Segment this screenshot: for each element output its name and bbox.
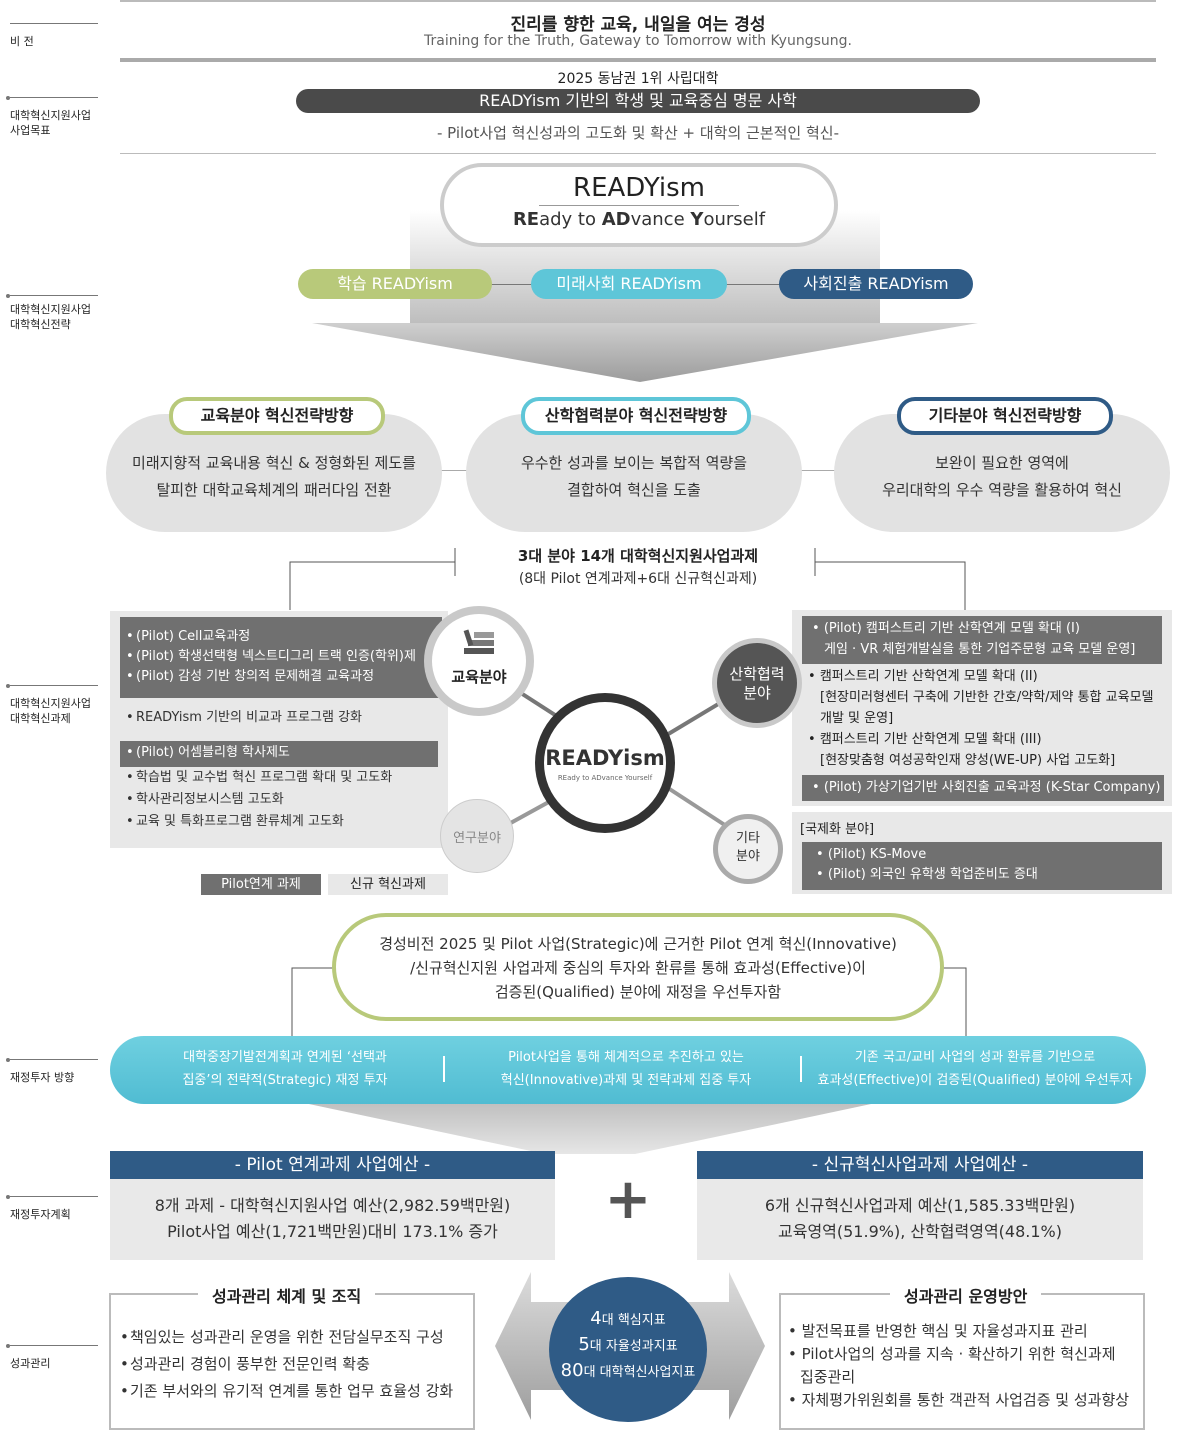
budget-right-title: - 신규혁신사업과제 사업예산 - <box>697 1151 1143 1179</box>
sidebar-rule <box>10 97 98 98</box>
legend-new: 신규 혁신과제 <box>328 874 448 895</box>
tasks-right-pilot-2: • (Pilot) 가상기업기반 사회진출 교육과정 (K-Star Compa… <box>802 775 1164 801</box>
sidebar-dot <box>6 684 10 688</box>
perf-right-title: 성과관리 운영방안 <box>890 1283 1042 1307</box>
perf-center-text: 4대 핵심지표 5대 자율성과지표 80대 대학혁신사업지표 <box>560 1308 696 1381</box>
sidebar-rule <box>10 1345 98 1346</box>
books-icon <box>463 629 494 654</box>
sidebar-label-invest-dir: 재정투자 방향 <box>10 1071 75 1084</box>
divider <box>800 1056 802 1082</box>
vision-subtitle: Training for the Truth, Gateway to Tomor… <box>424 33 852 49</box>
sidebar-rule <box>10 1059 98 1060</box>
tasks-subtitle: (8대 Pilot 연계과제+6대 신규혁신과제) <box>518 571 758 587</box>
hub-sub: REady to ADvance Yourself <box>557 774 653 782</box>
sidebar-dot <box>6 1058 10 1062</box>
readyism-main-sub: REady to ADvance Yourself <box>512 209 766 230</box>
divider <box>120 153 1156 154</box>
direction-industry-title: 산학협력분야 혁신전략방향 <box>521 397 751 435</box>
direction-etc-title: 기타분야 혁신전략방향 <box>897 397 1113 435</box>
sidebar-rule <box>10 685 98 686</box>
perf-left-title: 성과관리 체계 및 조직 <box>198 1283 376 1307</box>
sidebar-label-perf: 성과관리 <box>10 1357 51 1370</box>
hub-center: READYism REady to ADvance Yourself <box>544 702 666 824</box>
goal-sub: - Pilot사업 혁신성과의 고도화 및 확산 + 대학의 근본적인 혁신- <box>436 124 840 142</box>
invest-funnel <box>290 1100 890 1154</box>
goal-top: 2025 동남권 1위 사립대학 <box>557 71 719 87</box>
divider <box>120 0 1156 2</box>
sidebar-rule <box>10 1196 98 1197</box>
sidebar-dot <box>6 96 10 100</box>
sidebar-rule <box>10 23 98 24</box>
tasks-intl-label: [국제화 분야] <box>800 822 875 837</box>
tasks-left-pilot-2: (Pilot) 어셈블리형 학사제도 <box>120 741 438 767</box>
tasks-intl-pilot: • (Pilot) KS-Move • (Pilot) 외국인 유학생 학업준비… <box>802 842 1162 890</box>
budget-right-body: 6개 신규혁신사업과제 예산(1,585.33백만원)교육영역(51.9%), … <box>697 1179 1143 1260</box>
perf-right-list: • 발전목표를 반영한 핵심 및 자율성과지표 관리 • Pilot사업의 성과… <box>788 1322 1130 1409</box>
pill-future-society: 미래사회 READYism <box>531 269 727 299</box>
hub-title: READYism <box>545 746 665 770</box>
sidebar-dot <box>6 294 10 298</box>
tasks-right-new-1: • 캠퍼스트리 기반 산학연계 모델 확대 (II) [현장미러형센터 구축에 … <box>808 669 1154 768</box>
node-research-label: 연구분야 <box>453 831 501 846</box>
tasks-left-new-1: READYism 기반의 비교과 프로그램 강화 <box>120 708 442 728</box>
invest-dir-bar <box>110 1036 1146 1104</box>
tasks-left-new-2: 학습법 및 교수법 혁신 프로그램 확대 및 고도화학사관리정보시스템 고도화교… <box>120 767 442 833</box>
node-education-label: 교육분야 <box>451 668 507 686</box>
direction-education-title: 교육분야 혁신전략방향 <box>169 397 385 435</box>
sidebar-dot <box>6 1195 10 1199</box>
pill-career: 사회진출 READYism <box>779 269 973 299</box>
perf-left-list: 책임있는 성과관리 운영을 위한 전담실무조직 구성성과관리 경험이 풍부한 전… <box>118 1324 468 1405</box>
sidebar-label-invest-plan: 재정투자계획 <box>10 1208 71 1221</box>
tasks-brackets <box>289 548 966 610</box>
goal-banner: READYism 기반의 학생 및 교육중심 명문 사학 <box>296 89 980 113</box>
perf-right-box <box>779 1293 1145 1430</box>
budget-left-title: - Pilot 연계과제 사업예산 - <box>110 1151 555 1179</box>
tasks-right-pilot-1: • (Pilot) 캠퍼스트리 기반 산학연계 모델 확대 (I) 게임 · V… <box>802 616 1162 664</box>
tasks-title: 3대 분야 14개 대학혁신지원사업과제 <box>517 547 759 565</box>
sidebar-rule <box>10 295 98 296</box>
perf-center-circle: 4대 핵심지표 5대 자율성과지표 80대 대학혁신사업지표 <box>549 1277 707 1422</box>
plus-icon: + <box>604 1167 652 1232</box>
invest-summary: 경성비전 2025 및 Pilot 사업(Strategic)에 근거한 Pil… <box>332 913 944 1021</box>
sidebar-label-vision: 비 전 <box>10 35 34 48</box>
vision-title: 진리를 향한 교육, 내일을 여는 경성 <box>510 15 766 35</box>
divider <box>120 58 1156 62</box>
readyism-main-title: READYism <box>573 173 705 203</box>
budget-left-body: 8개 과제 - 대학혁신지원사업 예산(2,982.59백만원)Pilot사업 … <box>110 1179 555 1260</box>
readyism-main-box: READYism REady to ADvance Yourself <box>440 163 838 247</box>
pill-learning: 학습 READYism <box>298 269 492 299</box>
legend-pilot: Pilot연계 과제 <box>201 874 321 895</box>
divider <box>443 1056 445 1082</box>
tasks-left-pilot-1: (Pilot) Cell교육과정(Pilot) 학생선택형 넥스트디그리 트랙 … <box>120 617 442 698</box>
node-research: 연구분야 <box>440 799 514 873</box>
sidebar-dot <box>6 1344 10 1348</box>
node-education: 교육분야 <box>432 614 526 708</box>
